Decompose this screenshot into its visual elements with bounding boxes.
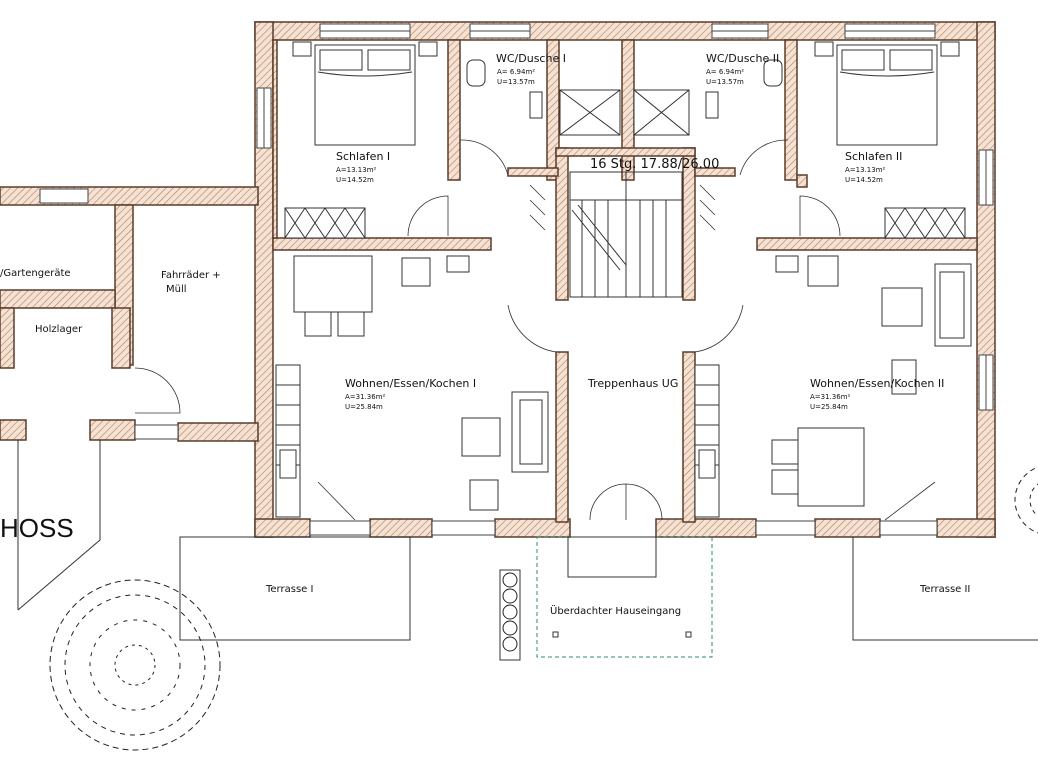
perimeter-wohnen-2: U=25.84m: [810, 403, 848, 411]
entrance-canopy: [536, 536, 713, 658]
wardrobe-2: [884, 207, 966, 239]
area-schlafen-2: A=13.13m²: [845, 166, 886, 174]
hall-wardrobe-1: [529, 184, 546, 231]
area-wohnen-2: A=31.36m²: [810, 393, 851, 401]
tree-left: [49, 579, 221, 751]
door-schlafen-1: [407, 195, 449, 237]
wc-2-fixtures: [633, 59, 789, 176]
interior-walls: [272, 39, 978, 523]
label-treppenhaus: Treppenhaus UG: [587, 377, 678, 390]
sofa-1: [461, 391, 549, 511]
planter: [499, 569, 521, 661]
annex-door: [134, 367, 181, 414]
stairs: [507, 171, 744, 521]
wc-1-fixtures: [459, 59, 621, 176]
perimeter-wohnen-1: U=25.84m: [345, 403, 383, 411]
label-terrasse-2: Terrasse II: [919, 584, 970, 595]
bed-2: [814, 41, 960, 146]
kitchen-2: [694, 364, 720, 518]
terrace-1: [179, 536, 411, 641]
kitchen-1: [275, 364, 356, 521]
perimeter-wc-1: U=13.57m: [497, 78, 535, 86]
bed-1: [292, 41, 438, 146]
terrace-2: [852, 537, 1038, 641]
path-lines: [17, 440, 101, 611]
windows: [256, 23, 994, 536]
label-wc-1: WC/Dusche I: [496, 52, 566, 65]
area-wc-1: A= 6.94m²: [497, 68, 535, 76]
tree-right: [1014, 466, 1038, 534]
perimeter-schlafen-1: U=14.52m: [336, 176, 374, 184]
cut-text: HOSS: [0, 513, 74, 543]
label-wohnen-1: Wohnen/Essen/Kochen I: [345, 377, 476, 390]
area-wohnen-1: A=31.36m²: [345, 393, 386, 401]
hall-wardrobe-2: [699, 184, 716, 231]
door-schlafen-2: [799, 195, 841, 237]
area-wc-2: A= 6.94m²: [706, 68, 744, 76]
label-holzlager: Holzlager: [35, 324, 83, 335]
wardrobe-1: [284, 207, 366, 239]
label-schlafen-2: Schlafen II: [845, 150, 902, 163]
sofa-2: [775, 255, 972, 395]
annex-walls: [0, 186, 259, 442]
label-schlafen-1: Schlafen I: [336, 150, 390, 163]
perimeter-wc-2: U=13.57m: [706, 78, 744, 86]
label-wc-2: WC/Dusche II: [706, 52, 779, 65]
label-gartengeraete: /Gartengeräte: [0, 268, 71, 279]
label-muell: Müll: [166, 284, 187, 295]
label-wohnen-2: Wohnen/Essen/Kochen II: [810, 377, 944, 390]
label-fahrraeder: Fahrräder +: [161, 270, 221, 281]
dining-1: [293, 255, 470, 337]
dining-2: [771, 427, 936, 521]
area-schlafen-1: A=13.13m²: [336, 166, 377, 174]
perimeter-schlafen-2: U=14.52m: [845, 176, 883, 184]
label-eingang: Überdachter Hauseingang: [550, 604, 681, 617]
label-terrasse-1: Terrasse I: [265, 584, 313, 595]
label-stairs: 16 Stg. 17.88/26.00: [590, 157, 719, 172]
